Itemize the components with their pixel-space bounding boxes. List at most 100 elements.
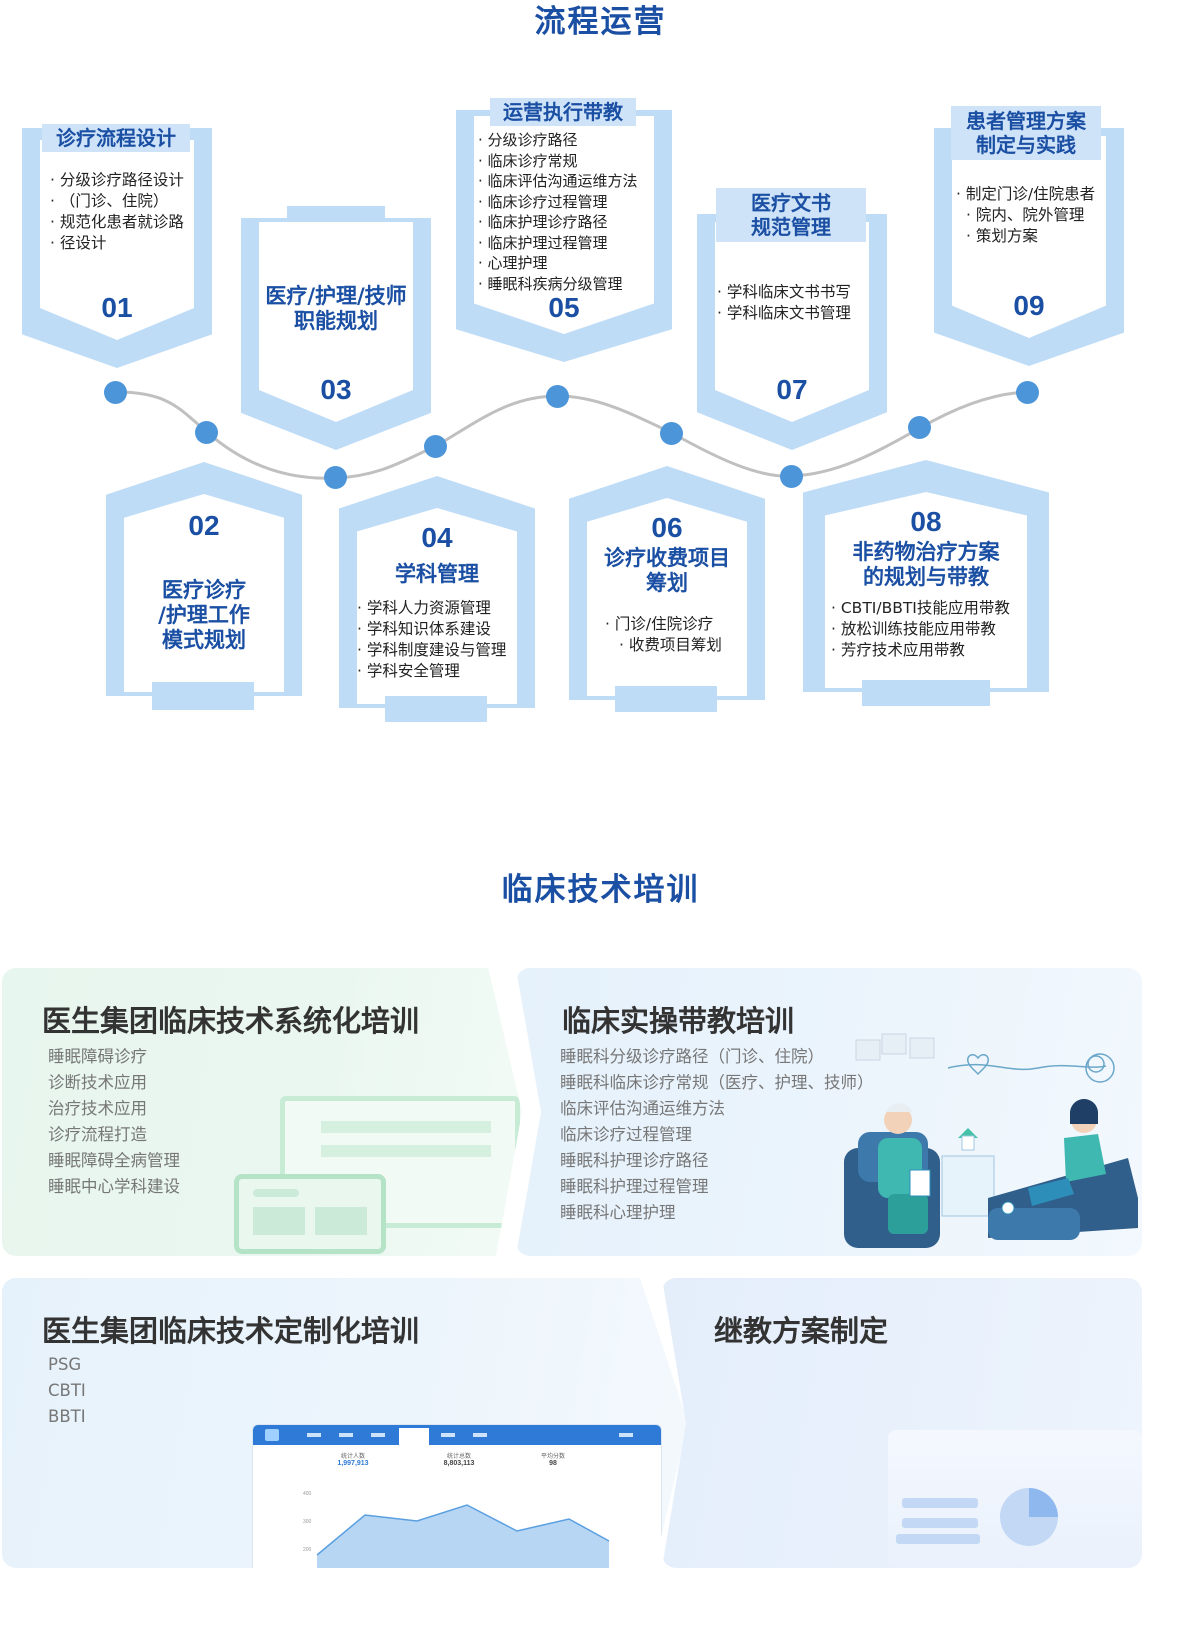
step-item: 学科临床文书管理 <box>717 303 851 324</box>
stat-value: 98 <box>549 1460 557 1467</box>
step-04-title: 学科管理 <box>395 562 479 586</box>
step-number: 08 <box>910 506 942 537</box>
step-01-title: 诊疗流程设计 <box>42 124 190 152</box>
step-item: 学科人力资源管理 <box>357 598 506 619</box>
step-03-title: 医疗/护理/技师 职能规划 <box>265 284 407 333</box>
step-item: 心理护理 <box>478 253 638 274</box>
step-item: 径设计 <box>50 233 184 254</box>
panel-title: 医生集团临床技术系统化培训 <box>42 1004 420 1038</box>
panel-title: 临床实操带教培训 <box>562 1004 795 1038</box>
step-item: 临床诊疗过程管理 <box>478 192 638 213</box>
panel-items: 睡眠障碍诊疗 诊断技术应用 治疗技术应用 诊疗流程打造 睡眠障碍全病管理 睡眠中… <box>48 1044 180 1200</box>
timeline-node <box>546 385 569 408</box>
step-number: 03 <box>320 374 352 405</box>
step-item: 放松训练技能应用带教 <box>831 619 1010 640</box>
step-number: 06 <box>651 512 683 543</box>
step-number: 01 <box>101 292 133 323</box>
step-item: 分级诊疗路径设计 <box>50 170 184 191</box>
step-item: 门诊/住院诊疗 <box>605 614 722 635</box>
list-item: 临床评估沟通运维方法 <box>560 1099 725 1118</box>
timeline-node <box>104 381 127 404</box>
step-item: 学科知识体系建设 <box>357 619 506 640</box>
step-item: 分级诊疗路径 <box>478 130 638 151</box>
step-card-02: 02 医疗诊疗 /护理工作 模式规划 <box>106 462 302 696</box>
step-06-title: 诊疗收费项目 筹划 <box>604 546 730 595</box>
step-card-03: 医疗/护理/技师 职能规划 03 <box>241 218 431 450</box>
step-02-title: 医疗诊疗 /护理工作 模式规划 <box>158 578 250 652</box>
list-item: 睡眠科分级诊疗路径（门诊、住院） <box>560 1047 824 1066</box>
training-panel-systematic: 医生集团临床技术系统化培训 睡眠障碍诊疗 诊断技术应用 治疗技术应用 诊疗流程打… <box>2 968 522 1256</box>
panel-title: 医生集团临床技术定制化培训 <box>42 1314 420 1348</box>
step-item: （门诊、住院） <box>50 191 184 212</box>
list-item: 睡眠科护理过程管理 <box>560 1177 709 1196</box>
stat-label: 统计总数 <box>446 1454 471 1460</box>
step-04-items: 学科人力资源管理 学科知识体系建设 学科制度建设与管理 学科安全管理 <box>357 598 507 682</box>
step-item: 临床诊疗常规 <box>478 151 638 172</box>
document-illustration <box>888 1430 1142 1568</box>
stat-value: 1,997,913 <box>337 1460 369 1467</box>
step-item: 临床护理诊疗路径 <box>478 212 638 233</box>
list-item: PSG <box>48 1355 82 1374</box>
timeline-node <box>424 435 447 458</box>
step-item: CBTI/BBTI技能应用带教 <box>831 598 1010 619</box>
step-01-items: 分级诊疗路径设计 （门诊、住院） 规范化患者就诊路 径设计 <box>50 170 184 254</box>
y-tick: 400 <box>303 1491 312 1497</box>
list-item: CBTI <box>48 1381 86 1400</box>
y-tick: 300 <box>303 1519 312 1525</box>
step-card-08: 08 非药物治疗方案 的规划与带教 CBTI/BBTI技能应用带教 放松训练技能… <box>803 460 1049 692</box>
training-section-title: 临床技术培训 <box>501 872 700 908</box>
pie-icon <box>1000 1488 1058 1546</box>
step-item: 规范化患者就诊路 <box>50 212 184 233</box>
list-item: 睡眠科心理护理 <box>560 1203 676 1222</box>
stat-label: 统计人数 <box>340 1454 365 1460</box>
list-item: BBTI <box>48 1407 86 1426</box>
step-06-items: 门诊/住院诊疗 收费项目筹划 <box>605 614 722 656</box>
step-card-01: 分级诊疗路径设计 （门诊、住院） 规范化患者就诊路 径设计 01 <box>22 128 212 368</box>
list-item: 诊疗流程打造 <box>48 1125 147 1144</box>
timeline-node <box>780 465 803 488</box>
step-08-title: 非药物治疗方案 的规划与带教 <box>852 540 1000 589</box>
step-item: 制定门诊/住院患者 <box>956 184 1095 205</box>
step-number: 09 <box>1013 290 1045 321</box>
step-06-tab <box>615 686 717 712</box>
step-04-tab <box>385 696 487 722</box>
timeline-node <box>195 421 218 444</box>
step-item: 策划方案 <box>956 226 1095 247</box>
stat-label: 平均分数 <box>540 1454 565 1460</box>
list-item: 睡眠中心学科建设 <box>48 1177 180 1196</box>
panel-items: 睡眠科分级诊疗路径（门诊、住院） 睡眠科临床诊疗常规（医疗、护理、技师） 临床评… <box>560 1044 874 1226</box>
step-number: 02 <box>188 510 220 541</box>
flow-section-title: 流程运营 <box>534 4 667 40</box>
timeline-node <box>908 416 931 439</box>
step-item: 临床评估沟通运维方法 <box>478 171 638 192</box>
step-05-title: 运营执行带教 <box>490 98 636 126</box>
step-card-05: 分级诊疗路径 临床诊疗常规 临床评估沟通运维方法 临床诊疗过程管理 临床护理诊疗… <box>456 110 672 362</box>
step-08-tab <box>862 680 990 706</box>
dashboard-stats: 统计人数 1,997,913 统计总数 8,803,113 平均分数 98 <box>253 1451 661 1481</box>
therapy-illustration <box>844 1033 1138 1248</box>
tablet-illustration <box>234 1174 386 1254</box>
list-item: 睡眠科护理诊疗路径 <box>560 1151 709 1170</box>
list-item: 睡眠科临床诊疗常规（医疗、护理、技师） <box>560 1073 874 1092</box>
step-09-items: 制定门诊/住院患者 院内、院外管理 策划方案 <box>956 184 1095 247</box>
panel-title: 继教方案制定 <box>714 1314 889 1348</box>
step-07-title: 医疗文书 规范管理 <box>716 188 866 242</box>
step-item: 睡眠科疾病分级管理 <box>478 274 638 295</box>
step-card-07: 学科临床文书书写 学科临床文书管理 07 <box>697 214 887 450</box>
step-item: 学科制度建设与管理 <box>357 640 507 661</box>
step-item: 院内、院外管理 <box>956 205 1095 226</box>
timeline-node <box>1016 381 1039 404</box>
stat-value: 8,803,113 <box>443 1460 475 1467</box>
training-panel-continuing-education: 继教方案制定 <box>662 1278 1142 1568</box>
monitor-illustration <box>280 1096 520 1228</box>
step-card-04: 04 学科管理 学科人力资源管理 学科知识体系建设 学科制度建设与管理 学科安全… <box>339 476 535 708</box>
step-card-09: 制定门诊/住院患者 院内、院外管理 策划方案 09 <box>934 128 1124 366</box>
step-item: 临床护理过程管理 <box>478 233 638 254</box>
step-item: 芳疗技术应用带教 <box>831 640 1010 661</box>
step-card-06: 06 诊疗收费项目 筹划 门诊/住院诊疗 收费项目筹划 <box>569 466 765 700</box>
list-item: 诊断技术应用 <box>48 1073 147 1092</box>
list-item: 治疗技术应用 <box>48 1099 147 1118</box>
training-panel-custom: 医生集团临床技术定制化培训 PSG CBTI BBTI 统计人数 1,997,9… <box>2 1278 688 1568</box>
step-number: 04 <box>421 522 453 553</box>
step-item: 学科安全管理 <box>357 661 506 682</box>
